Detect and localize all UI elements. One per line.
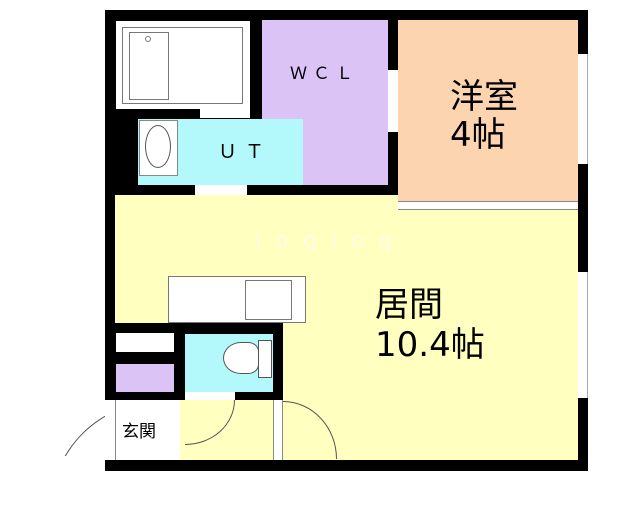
bathroom — [116, 21, 250, 109]
bathtub-drain-icon — [145, 36, 151, 42]
toilet-tank — [258, 340, 272, 378]
ut-label: ＵＴ — [218, 141, 273, 163]
window-western-room — [578, 54, 588, 164]
wcl-label: ＷＣＬ — [290, 64, 359, 84]
entrance — [115, 400, 180, 460]
front-door-gap — [105, 400, 115, 460]
washbasin-icon — [145, 125, 171, 168]
shoe-storage — [116, 364, 174, 392]
western-room — [398, 20, 578, 201]
storage-shelf — [116, 333, 174, 352]
watermark: ioqioq — [255, 228, 407, 253]
door-gap-wcl — [388, 70, 398, 132]
window-living-room — [578, 272, 588, 398]
living-room-name: 居間 — [375, 285, 443, 325]
western-room-size: 4帖 — [450, 115, 506, 155]
door-gap-ut — [195, 185, 247, 195]
entrance-label: 玄関 — [122, 422, 156, 442]
living-door-jamb — [273, 400, 283, 460]
kitchen-stove — [245, 280, 292, 320]
living-room-size: 10.4帖 — [375, 325, 485, 365]
western-room-closet-strip — [398, 201, 578, 210]
door-gap-bath — [200, 109, 250, 118]
door-gap-toilet — [185, 392, 235, 400]
bathtub — [129, 32, 169, 100]
toilet-icon — [223, 342, 259, 374]
western-room-name: 洋室 — [450, 77, 518, 117]
bathroom-outline — [122, 27, 243, 104]
